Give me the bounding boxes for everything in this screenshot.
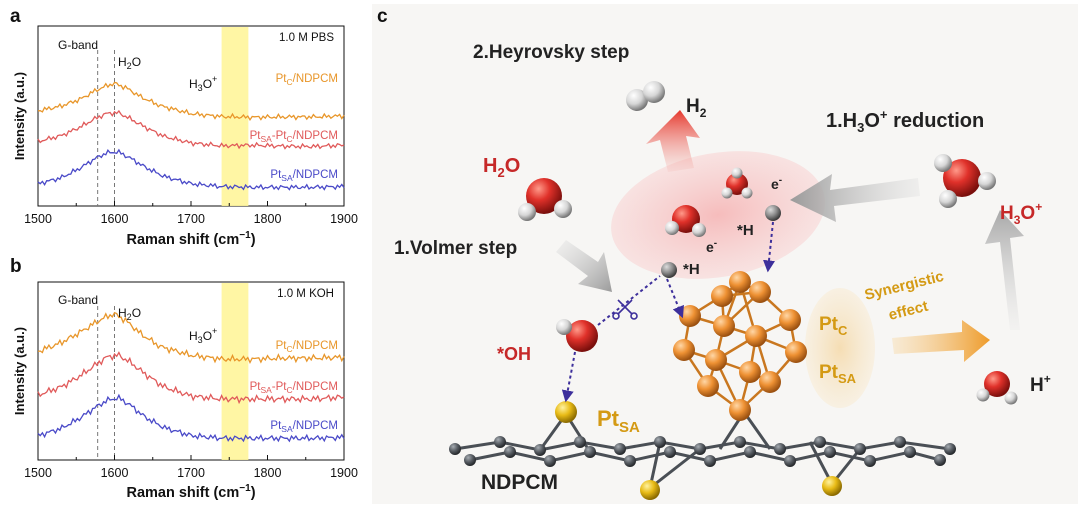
panel-letter-b: b <box>10 256 22 277</box>
electrolyte-label-a: 1.0 M PBS <box>279 32 334 44</box>
h3o-reduction-arrow <box>790 174 920 222</box>
h3o-formation-arrow <box>985 210 1024 330</box>
series-line-2 <box>37 351 345 405</box>
heyrovsky-label: 2.Heyrovsky step <box>473 42 629 63</box>
x-axis-title-b: Raman shift (cm−1) <box>126 483 255 501</box>
panel-letter-a: a <box>10 6 21 27</box>
electrolyte-label-b: 1.0 M KOH <box>277 288 334 300</box>
sulfur-atom <box>640 480 660 500</box>
pt-cluster <box>673 271 807 421</box>
sulfur-atom <box>822 476 842 496</box>
series-label-1: PtC/NDPCM <box>276 73 338 87</box>
series-label-2: PtSA-PtC/NDPCM <box>250 381 338 395</box>
electron-label: e- <box>771 175 782 192</box>
oh-to-ptsa-arrow <box>561 351 576 403</box>
scissors-icon <box>612 299 638 320</box>
cleavage-dotted-line <box>597 275 661 326</box>
series-label-2: PtSA-PtC/NDPCM <box>250 130 338 144</box>
h2o-label-a: H2O <box>118 55 141 71</box>
pt-label-ellipse <box>805 288 875 408</box>
series-label-3: PtSA/NDPCM <box>270 420 338 434</box>
h3o-label-a: H3O+ <box>189 74 217 93</box>
gband-label-a: G-band <box>58 38 98 52</box>
synergy-arrow <box>892 320 990 362</box>
y-axis-title-a: Intensity (a.u.) <box>12 72 27 160</box>
h-plus-label: H+ <box>1030 372 1051 396</box>
oh-label: *OH <box>497 344 531 364</box>
panel-c-schematic: c <box>372 4 1078 504</box>
chart-a-plot <box>37 27 345 206</box>
volmer-arrow <box>556 240 612 292</box>
h3o-plus-label: H3O+ <box>1000 200 1042 227</box>
x-tick-label: 1600 <box>101 212 129 226</box>
ptsa-label-ellipse: PtSA <box>819 362 857 386</box>
heyrovsky-arrow <box>646 110 700 172</box>
x-tick-label: 1600 <box>101 466 129 480</box>
x-tick-label: 1700 <box>177 212 205 226</box>
panel-letter-c: c <box>377 6 388 27</box>
x-axis-title-a: Raman shift (cm−1) <box>126 230 255 248</box>
series-line-3 <box>37 148 345 191</box>
h2-molecule <box>626 81 665 111</box>
h2o-label: H2O <box>483 155 520 180</box>
x-tick-label: 1900 <box>330 212 358 226</box>
adsorbed-h-atom <box>765 205 781 221</box>
ndpcm-carbon-atoms <box>449 436 956 467</box>
ndpcm-label: NDPCM <box>481 471 558 494</box>
star-h-label: *H <box>737 222 754 239</box>
x-tick-label: 1800 <box>254 466 282 480</box>
plot-frame-b <box>37 281 345 461</box>
x-tick-label: 1900 <box>330 466 358 480</box>
h2o-molecule-left <box>518 178 572 221</box>
x-tick-label: 1700 <box>177 466 205 480</box>
series-label-1: PtC/NDPCM <box>276 340 338 354</box>
h3o-molecule-ellipse <box>721 167 753 199</box>
h3o-molecule-right <box>934 154 996 208</box>
panel-a: a 1.0 M PBS G-band H2O H3O+ PtC/NDPCM PtS… <box>10 6 358 248</box>
star-h-label: *H <box>683 261 700 278</box>
h3o-highlight-band-b <box>221 283 249 460</box>
adsorbed-h-atom <box>661 262 677 278</box>
h3o-label-b: H3O+ <box>189 326 217 345</box>
ptsa-label: PtSA <box>597 406 640 436</box>
volmer-label: 1.Volmer step <box>394 238 517 259</box>
series-line-1 <box>37 311 345 365</box>
x-tick-label: 1500 <box>24 466 52 480</box>
oh-molecule <box>556 319 598 352</box>
h2-label: H2 <box>686 96 707 120</box>
panel-b: b 1.0 M KOH G-band H2O H3O+ PtC/NDPCM PtS… <box>10 256 358 501</box>
pt-single-atom <box>555 401 577 423</box>
h-to-cluster-arrow <box>666 278 684 319</box>
series-line-2 <box>37 109 345 150</box>
ptc-label: PtC <box>819 314 848 338</box>
series-line-1 <box>37 81 345 122</box>
h-plus-molecule <box>976 371 1018 405</box>
series-label-3: PtSA/NDPCM <box>270 169 338 183</box>
electron-label: e- <box>706 238 717 255</box>
series-line-3 <box>37 393 345 443</box>
h3o-reduction-label: 1.H3O+ reduction <box>826 107 984 135</box>
x-tick-label: 1500 <box>24 212 52 226</box>
h2o-molecule-ellipse <box>665 205 706 237</box>
h2o-label-b: H2O <box>118 306 141 322</box>
h-to-cluster-arrow <box>763 221 775 273</box>
y-axis-title-b: Intensity (a.u.) <box>12 327 27 415</box>
x-tick-label: 1800 <box>254 212 282 226</box>
adsorption-zone-ellipse <box>611 151 825 279</box>
gband-label-b: G-band <box>58 293 98 307</box>
chart-b-plot <box>37 283 345 460</box>
